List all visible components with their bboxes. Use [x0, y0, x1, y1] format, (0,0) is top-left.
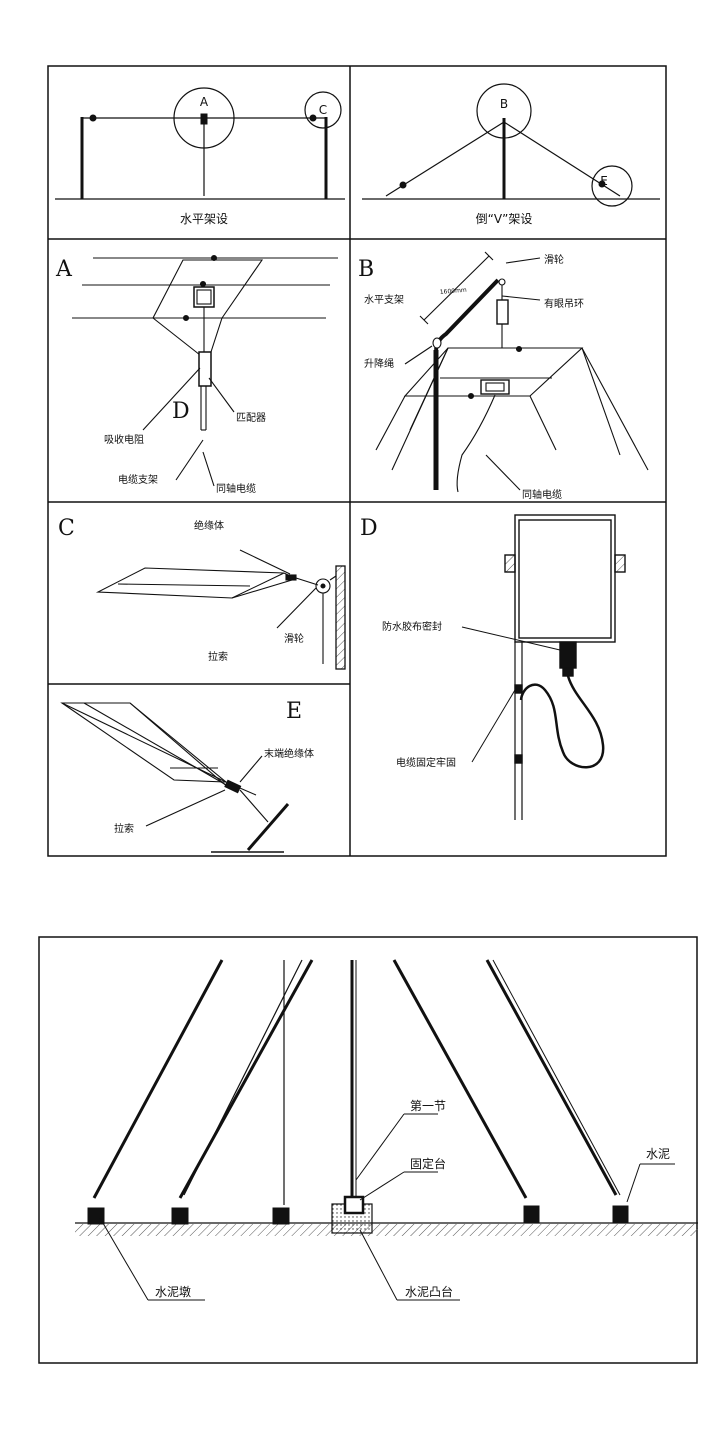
- marker-a: A: [200, 95, 209, 109]
- matcher-label: 匹配器: [236, 412, 266, 424]
- fixing-platform-label: 固定台: [410, 1156, 446, 1171]
- absorb-resistor-label: 吸收电阻: [104, 433, 144, 446]
- detail-a-sub-letter: D: [172, 399, 190, 424]
- waterproof-seal-label: 防水胶布密封: [382, 620, 442, 633]
- cement-label: 水泥: [646, 1147, 670, 1161]
- detail-a-letter: A: [55, 257, 73, 282]
- horizontal-installation: [55, 87, 345, 200]
- cement-pier-label: 水泥墩: [155, 1285, 191, 1299]
- dimension-label: 1600mm: [440, 287, 468, 296]
- pulley-label-c: 滑轮: [284, 632, 304, 645]
- first-section-label: 第一节: [410, 1099, 446, 1113]
- coax-cable-label-b: 同轴电缆: [522, 488, 562, 501]
- end-insulator-label: 末端绝缘体: [264, 747, 314, 760]
- foundation-drawing: [75, 959, 698, 1301]
- marker-e: E: [600, 174, 608, 188]
- cable-fixing-label: 电缆固定牢固: [396, 756, 456, 769]
- top-figure-grid: [47, 65, 667, 857]
- detail-c-drawing: [95, 549, 346, 670]
- detail-d-drawing: [461, 514, 626, 820]
- horizontal-bracket-label: 水平支架: [364, 294, 404, 306]
- horizontal-installation-label: 水平架设: [180, 212, 228, 226]
- guy-rope-label-e: 拉索: [114, 822, 134, 835]
- eye-ring-label: 有眼吊环: [544, 297, 584, 310]
- insulator-label-c: 绝缘体: [194, 519, 224, 532]
- lift-rope-label: 升降绳: [364, 357, 394, 370]
- inverted-v-installation: [362, 83, 660, 207]
- detail-e-drawing: [60, 702, 290, 853]
- detail-d-letter: D: [360, 516, 378, 541]
- marker-b: B: [500, 97, 508, 111]
- detail-b-drawing: [375, 251, 649, 493]
- guy-rope-label-c: 拉索: [208, 650, 228, 663]
- cement-platform-label: 水泥凸台: [405, 1284, 453, 1299]
- detail-e-letter: E: [286, 699, 302, 724]
- detail-b-letter: B: [358, 257, 374, 282]
- cable-bracket-label: 电缆支架: [118, 473, 158, 486]
- inverted-v-installation-label: 倒“V”架设: [476, 212, 533, 226]
- coax-cable-label-a: 同轴电缆: [216, 482, 256, 495]
- marker-c: C: [319, 103, 327, 117]
- detail-c-letter: C: [58, 516, 75, 541]
- pulley-label-b: 滑轮: [544, 253, 564, 266]
- detail-a-drawing: [72, 254, 338, 487]
- foundation-frame: [38, 936, 698, 1364]
